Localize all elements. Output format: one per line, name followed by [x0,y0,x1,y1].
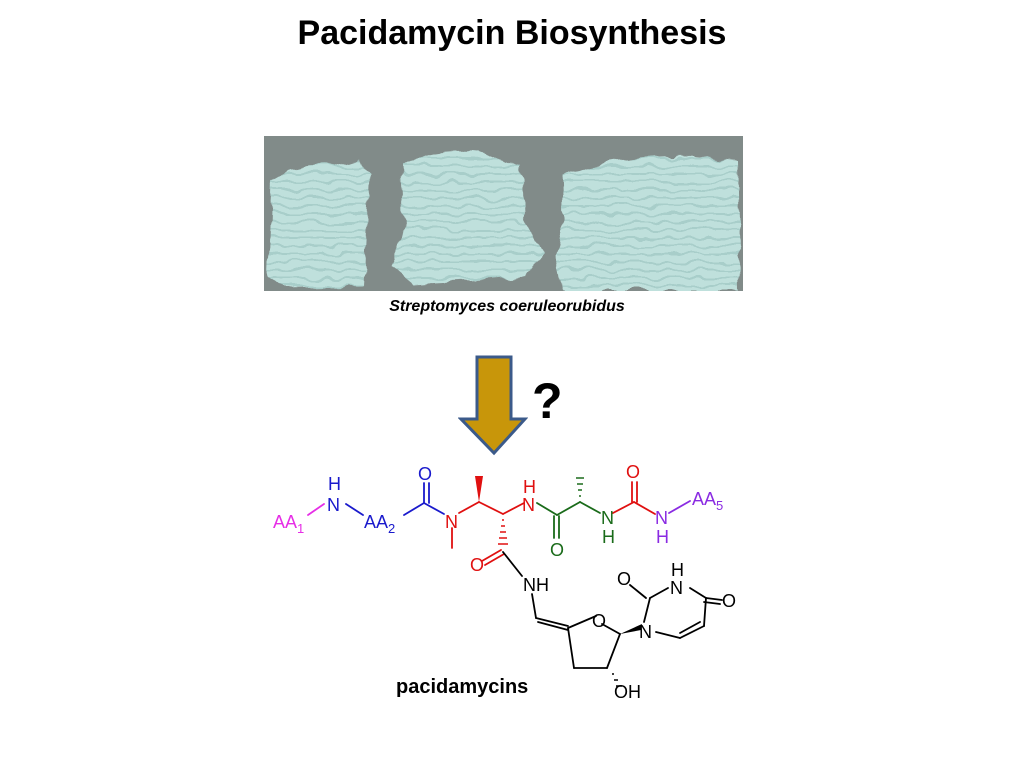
o-label: O [592,611,606,631]
photo-caption: Streptomyces coeruleorubidus [389,298,625,315]
n-label: N [445,512,458,532]
o-label: O [550,540,564,560]
colony-patches [269,151,740,291]
h-label: H [671,560,684,580]
n-label: N [670,578,683,598]
h-label: H [602,527,615,547]
question-mark: ? [532,373,563,429]
nh-label: NH [523,575,549,595]
aa5-label: AA5 [692,489,723,513]
o-label: O [418,464,432,484]
compound-label: pacidamycins [396,676,529,698]
h-label: H [328,474,341,494]
n-label: N [639,622,652,642]
streptomyces-photo [264,136,743,291]
n-label: N [655,508,668,528]
n-label: N [601,508,614,528]
h-label: H [523,477,536,497]
slide-title: Pacidamycin Biosynthesis [297,14,727,52]
n-label: N [327,495,340,515]
pacidamycin-structure: AA1 H N AA2 O N H N O O N H O N H AA5 NH… [264,452,748,708]
o-label: O [626,462,640,482]
oh-label: OH [614,682,641,702]
n-label: N [522,495,535,515]
aa1-label: AA1 [273,512,304,536]
down-arrow-icon [457,354,529,456]
aa2-label: AA2 [364,512,395,536]
h-label: H [656,527,669,547]
o-label: O [470,555,484,575]
o-label: O [617,569,631,589]
o-label: O [722,591,736,611]
